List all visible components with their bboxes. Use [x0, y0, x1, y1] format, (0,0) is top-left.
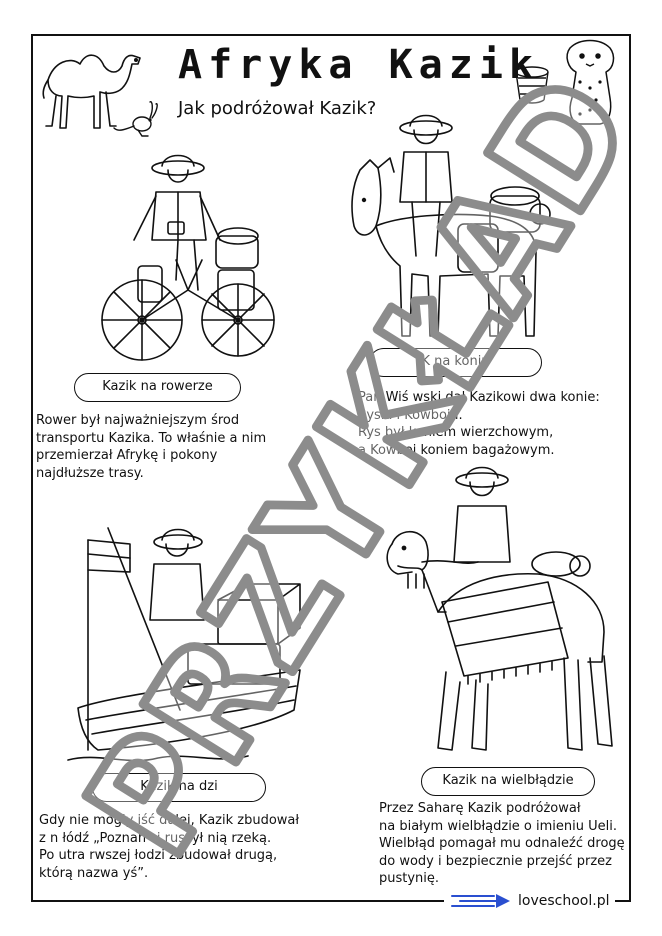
desc-line: Rysia i Kowboja. — [358, 407, 463, 423]
desc-line: Przez Saharę Kazik podróżował — [379, 801, 581, 816]
desc-bicycle: Rower był najważniejszym środ transportu… — [36, 412, 266, 482]
label-horse: K na koniu — [369, 348, 542, 377]
horse-illustration — [351, 114, 551, 337]
desc-line: Rower był najważniejszym środ — [36, 413, 240, 428]
camel-icon — [42, 54, 141, 129]
desc-line: a Kowboj koniem bagażowym. — [358, 442, 555, 458]
desc-line: przemierzał Afrykę i pokony — [36, 448, 218, 463]
desc-line: pustynię. — [379, 871, 440, 886]
desc-line: Po utra rwszej łodzi zbudował drugą, — [39, 848, 278, 863]
arrow-icon — [451, 894, 510, 908]
desc-line: transportu Kazika. To właśnie a nim — [36, 430, 267, 446]
desc-line: Wielbłąd pomagał mu odnaleźć drogę — [379, 836, 625, 851]
desc-line: Pan Wiś wski dał Kazikowi dwa konie: — [358, 390, 600, 405]
desc-camel: Przez Saharę Kazik podróżował na białym … — [379, 800, 625, 888]
desc-line: najdłuższe trasy. — [36, 465, 144, 481]
desc-line: Rys był koniem wierzchowym, — [358, 425, 554, 440]
label-boat: Kazik na dzi — [92, 773, 266, 802]
page-title: Afryka Kazik — [178, 42, 539, 88]
footer-brand: loveschool.pl — [444, 889, 616, 913]
camel-illustration — [386, 466, 613, 751]
desc-line: z n łódź „Poznań” i ruszył nią rzeką. — [39, 830, 272, 846]
label-bicycle: Kazik na rowerze — [74, 373, 241, 402]
desc-line: na białym wielbłądzie o imieniu Ueli. — [379, 818, 617, 834]
desc-boat: Gdy nie mogły iść dalej, Kazik zbudował … — [39, 812, 299, 882]
page-subtitle: Jak podróżował Kazik? — [178, 98, 377, 119]
desc-horse: Pan Wiś wski dał Kazikowi dwa konie: Rys… — [358, 389, 600, 459]
desc-line: Gdy nie mogły iść dalej, Kazik zbudował — [39, 813, 300, 828]
boat-illustration — [67, 527, 301, 762]
page-frame — [31, 34, 631, 902]
drum-icon — [515, 66, 549, 104]
label-camel: Kazik na wielbłądzie — [421, 767, 595, 796]
cheetah-icon — [566, 39, 615, 125]
desc-line: którą nazwa yś”. — [39, 865, 149, 881]
desc-line: do wody i bezpiecznie przejść przez — [379, 853, 612, 869]
bicycle-illustration — [101, 154, 275, 361]
jerboa-icon — [113, 101, 158, 137]
brand-name[interactable]: loveschool.pl — [518, 893, 610, 909]
